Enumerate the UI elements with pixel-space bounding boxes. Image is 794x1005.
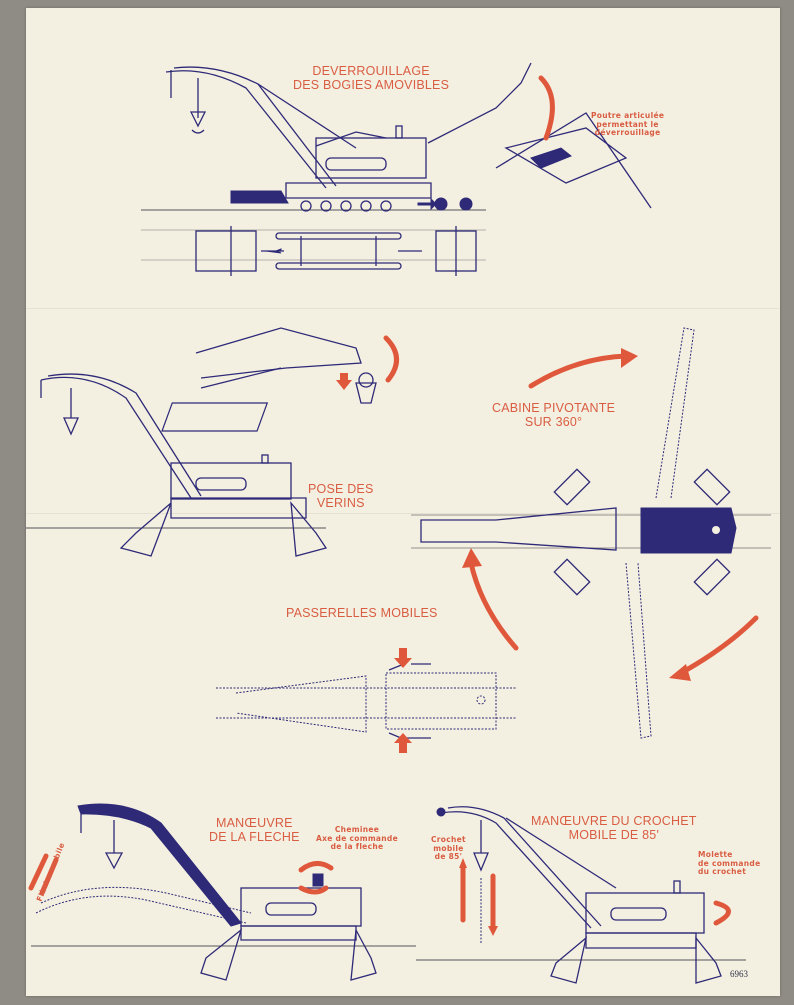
instruction-sheet: DEVERROUILLAGE DES BOGIES AMOVIBLES Pout… (26, 8, 780, 996)
note-line: du crochet (698, 867, 747, 877)
title-line: VERINS (316, 496, 365, 511)
note-line: Crochet (431, 835, 466, 844)
bogie-top-view (195, 226, 477, 276)
fold-line (26, 308, 780, 309)
section-title-cabin: CABINE PIVOTANTE SUR 360° (492, 401, 615, 430)
section-title-boom: MANŒUVRE DE LA FLECHE (209, 816, 300, 845)
title-line: DES BOGIES AMOVIBLES (293, 78, 450, 93)
section-title-jacks: POSE DES VERINS (308, 482, 374, 511)
title-line: POSE DES (308, 482, 374, 496)
crane-hook-manoeuvre (416, 806, 746, 984)
note-boom-control: Cheminee Axe de commande de la fleche (316, 825, 398, 852)
note-line: de commande (698, 858, 761, 868)
crane-boom-manoeuvre (28, 803, 416, 981)
crane-side-view-jacks (26, 373, 328, 557)
note-line: Molette (698, 850, 733, 859)
fold-line (26, 513, 780, 514)
section-title-bogies: DEVERROUILLAGE DES BOGIES AMOVIBLES (293, 64, 449, 93)
reference-number: 6963 (730, 969, 748, 979)
note-line: permettant le (596, 119, 659, 129)
note-hook-wheel: Molette de commande du crochet (698, 850, 761, 877)
title-line: CABINE PIVOTANTE (492, 401, 616, 415)
note-line: Poutre articulée (591, 111, 665, 120)
title-line: PASSERELLES MOBILES (286, 606, 438, 620)
note-line: de 85' (434, 852, 463, 862)
walkways-top-view (216, 648, 516, 753)
note-beam: Poutre articulée permettant le déverroui… (591, 111, 665, 138)
note-line: Axe de commande (316, 833, 398, 843)
title-line: DE LA FLECHE (209, 830, 300, 845)
note-line: de la fleche (330, 842, 384, 852)
section-title-walkways: PASSERELLES MOBILES (286, 606, 438, 620)
note-line: mobile (433, 843, 464, 853)
title-line: DEVERROUILLAGE (312, 64, 430, 78)
note-line: Cheminee (334, 825, 380, 834)
outrigger-jack-detail (161, 327, 399, 432)
note-mobile-hook: Crochet mobile de 85' (431, 835, 466, 862)
section-title-hook: MANŒUVRE DU CROCHET MOBILE DE 85' (531, 814, 697, 843)
cabin-rotation-top-view (411, 327, 771, 739)
title-line: MOBILE DE 85' (568, 828, 660, 843)
beam-detail-perspective (427, 62, 652, 209)
note-line: déverrouillage (594, 128, 661, 138)
title-line: MANŒUVRE DU CROCHET (531, 814, 697, 828)
illustrations (26, 62, 771, 984)
title-line: SUR 360° (524, 415, 583, 430)
crane-side-view-bogies (141, 66, 486, 261)
title-line: MANŒUVRE (216, 816, 293, 830)
